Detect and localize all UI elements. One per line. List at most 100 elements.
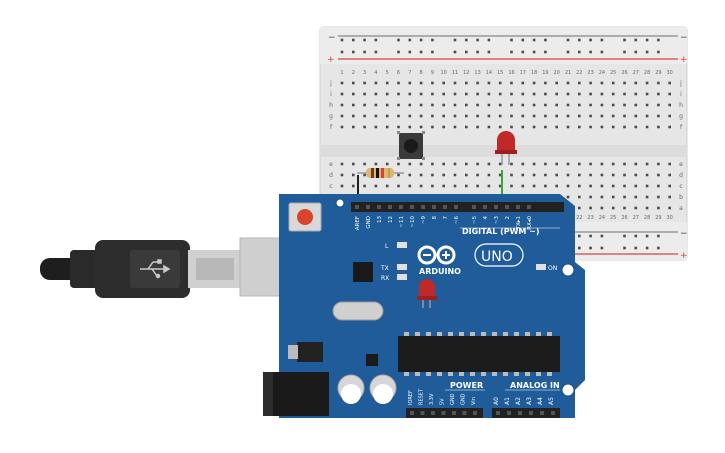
breadboard-hole[interactable]	[442, 103, 445, 107]
rail-hole[interactable]	[487, 38, 491, 42]
breadboard-hole[interactable]	[397, 125, 400, 129]
breadboard-hole[interactable]	[363, 114, 366, 118]
digital-pin[interactable]	[388, 205, 392, 209]
digital-pin[interactable]	[432, 205, 436, 209]
breadboard-hole[interactable]	[408, 125, 412, 129]
digital-pin[interactable]	[410, 205, 414, 209]
breadboard-hole[interactable]	[623, 92, 626, 96]
rail-hole[interactable]	[521, 38, 525, 42]
breadboard-hole[interactable]	[419, 114, 423, 118]
breadboard-hole[interactable]	[566, 184, 570, 188]
breadboard-hole[interactable]	[465, 184, 468, 188]
breadboard-hole[interactable]	[578, 92, 581, 96]
breadboard-hole[interactable]	[340, 125, 344, 129]
breadboard-hole[interactable]	[532, 103, 536, 107]
breadboard-hole[interactable]	[623, 162, 626, 166]
digital-pin[interactable]	[454, 205, 458, 209]
breadboard-hole[interactable]	[611, 162, 615, 166]
breadboard-hole[interactable]	[397, 92, 400, 96]
breadboard-hole[interactable]	[510, 114, 513, 118]
breadboard-hole[interactable]	[476, 81, 479, 85]
breadboard-hole[interactable]	[498, 173, 502, 177]
breadboard-hole[interactable]	[453, 114, 457, 118]
breadboard-hole[interactable]	[431, 92, 434, 96]
power-jack[interactable]	[263, 372, 329, 416]
breadboard-hole[interactable]	[487, 103, 491, 107]
power-pin[interactable]	[410, 411, 414, 415]
breadboard-hole[interactable]	[668, 206, 671, 210]
analog-pin[interactable]	[551, 411, 555, 415]
power-pin[interactable]	[441, 411, 446, 415]
breadboard-hole[interactable]	[419, 162, 423, 166]
breadboard-hole[interactable]	[397, 173, 400, 177]
breadboard-hole[interactable]	[476, 173, 479, 177]
breadboard-hole[interactable]	[555, 114, 558, 118]
breadboard-hole[interactable]	[645, 92, 649, 96]
breadboard-hole[interactable]	[465, 81, 468, 85]
breadboard-hole[interactable]	[521, 92, 525, 96]
digital-pin[interactable]	[527, 205, 531, 209]
breadboard-hole[interactable]	[566, 195, 570, 199]
digital-pin[interactable]	[366, 205, 370, 209]
rail-hole[interactable]	[623, 38, 626, 42]
breadboard-hole[interactable]	[340, 103, 344, 107]
breadboard-hole[interactable]	[498, 162, 502, 166]
breadboard-hole[interactable]	[476, 184, 479, 188]
breadboard-hole[interactable]	[566, 92, 570, 96]
breadboard-hole[interactable]	[352, 92, 355, 96]
rail-hole[interactable]	[363, 50, 366, 54]
breadboard-hole[interactable]	[623, 173, 626, 177]
breadboard-hole[interactable]	[634, 173, 638, 177]
breadboard-hole[interactable]	[544, 125, 547, 129]
breadboard-hole[interactable]	[408, 184, 412, 188]
breadboard-hole[interactable]	[465, 103, 468, 107]
breadboard-hole[interactable]	[498, 125, 502, 129]
breadboard-hole[interactable]	[453, 81, 457, 85]
breadboard-hole[interactable]	[487, 173, 491, 177]
breadboard-hole[interactable]	[611, 173, 615, 177]
breadboard-hole[interactable]	[544, 92, 547, 96]
rail-hole[interactable]	[566, 38, 570, 42]
breadboard-hole[interactable]	[510, 162, 513, 166]
digital-pin[interactable]	[421, 205, 425, 209]
rail-hole[interactable]	[453, 38, 457, 42]
breadboard-hole[interactable]	[657, 114, 660, 118]
breadboard-hole[interactable]	[611, 92, 615, 96]
breadboard-hole[interactable]	[623, 206, 626, 210]
rail-hole[interactable]	[397, 38, 400, 42]
analog-pin[interactable]	[496, 411, 500, 415]
breadboard-hole[interactable]	[363, 81, 366, 85]
breadboard-hole[interactable]	[352, 81, 355, 85]
rail-hole[interactable]	[465, 50, 468, 54]
breadboard-hole[interactable]	[555, 81, 558, 85]
breadboard-hole[interactable]	[397, 162, 400, 166]
breadboard-hole[interactable]	[352, 103, 355, 107]
breadboard-hole[interactable]	[645, 125, 649, 129]
digital-pin[interactable]	[399, 205, 403, 209]
breadboard-hole[interactable]	[589, 162, 592, 166]
breadboard-hole[interactable]	[385, 92, 389, 96]
breadboard-hole[interactable]	[408, 103, 412, 107]
breadboard-hole[interactable]	[566, 173, 570, 177]
breadboard-hole[interactable]	[352, 162, 355, 166]
rail-hole[interactable]	[510, 38, 513, 42]
breadboard-hole[interactable]	[465, 114, 468, 118]
breadboard-hole[interactable]	[623, 103, 626, 107]
rail-hole[interactable]	[431, 38, 434, 42]
rail-hole[interactable]	[510, 50, 513, 54]
rail-hole[interactable]	[634, 50, 638, 54]
breadboard-hole[interactable]	[442, 114, 445, 118]
breadboard-hole[interactable]	[374, 103, 378, 107]
reset-button[interactable]	[288, 202, 322, 232]
digital-pin[interactable]	[355, 205, 359, 209]
breadboard-hole[interactable]	[555, 162, 558, 166]
rail-hole[interactable]	[657, 38, 660, 42]
breadboard-hole[interactable]	[668, 114, 671, 118]
rail-hole[interactable]	[645, 50, 649, 54]
breadboard-hole[interactable]	[419, 81, 423, 85]
breadboard-hole[interactable]	[634, 103, 638, 107]
breadboard-hole[interactable]	[589, 195, 592, 199]
rail-hole[interactable]	[544, 50, 547, 54]
rail-hole[interactable]	[634, 234, 638, 238]
